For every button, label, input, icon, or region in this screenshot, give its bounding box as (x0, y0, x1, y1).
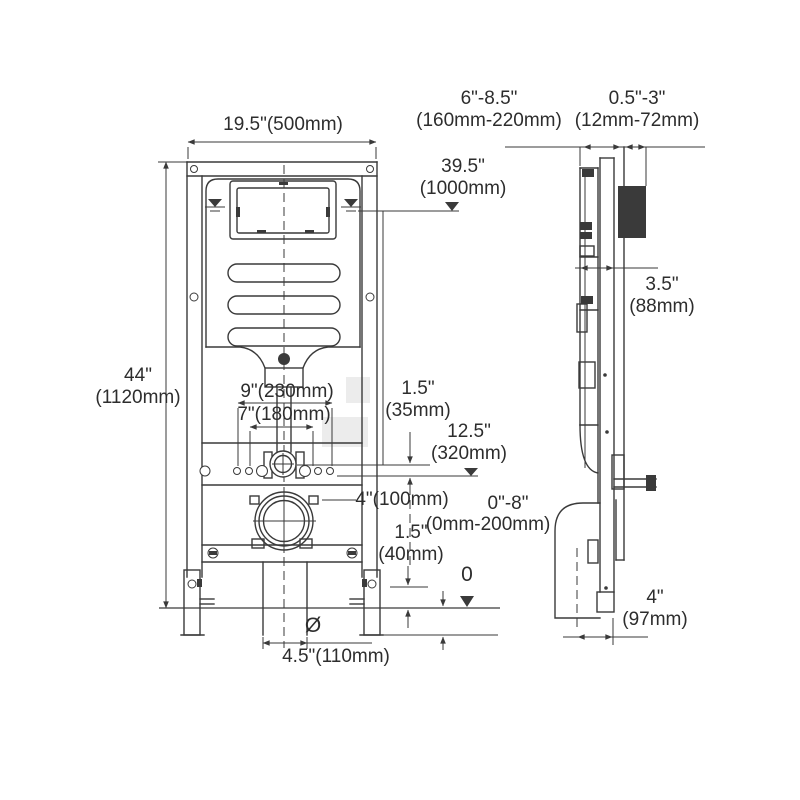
centerlines (283, 165, 578, 648)
leg-range-mm-label: (0mm-200mm) (425, 514, 551, 535)
gap-35mm-label: 1.5" (35mm) (385, 378, 450, 422)
frame-height-label: 44" (1120mm) (95, 365, 180, 409)
gap-mm: (35mm) (385, 400, 451, 421)
front-view-dimensions (158, 139, 500, 650)
drain-diameter-label: 4"(100mm) (355, 489, 449, 510)
leg-range-inches-label: 0"-8" (487, 493, 529, 514)
flush-height-inches: 12.5" (447, 421, 491, 442)
side-view-dark-details (580, 169, 656, 590)
flush-height-mm: (320mm) (430, 443, 508, 464)
dark-details (197, 182, 367, 587)
foot-inches: 1.5" (394, 522, 428, 543)
depth-range-inches: 6"-8.5" (460, 88, 518, 109)
wall-range-mm: (12mm-72mm) (574, 110, 700, 131)
frame-height-mm: (1120mm) (95, 387, 181, 408)
side-depth-inches: 3.5" (645, 274, 679, 295)
side-view-frame (554, 146, 657, 619)
foot-40mm-label: 1.5" (40mm) (378, 522, 443, 566)
actuator-height-mm: (1000mm) (419, 178, 507, 199)
side-depth-mm: (88mm) (629, 296, 695, 317)
depth-range-label: 6"-8.5" (160mm-220mm) (416, 88, 562, 132)
grey-panels (322, 377, 370, 447)
bolt-spacing-inner-label: 7"(180mm) (237, 404, 331, 425)
front-view-details (187, 165, 377, 589)
side-offset-mm: (97mm) (622, 609, 688, 630)
depth-range-mm: (160mm-220mm) (416, 110, 562, 131)
actuator-height-label: 39.5" (1000mm) (420, 156, 507, 200)
wall-range-inches: 0.5"-3" (608, 88, 666, 109)
frame-width-label: 19.5"(500mm) (223, 114, 343, 135)
bolt-spacing-outer-label: 9"(230mm) (240, 381, 334, 402)
side-offset-inches: 4" (646, 587, 664, 608)
datum-zero-label: 0 (461, 563, 473, 586)
side-depth-label: 3.5" (88mm) (629, 274, 694, 318)
drain-pipe-diameter-label: 4.5"(110mm) (282, 646, 390, 667)
wall-range-label: 0.5"-3" (12mm-72mm) (575, 88, 700, 132)
foot-mm: (40mm) (378, 544, 444, 565)
datum-triangles (445, 202, 478, 607)
diameter-symbol-icon: Ø (304, 614, 322, 637)
side-offset-label: 4" (97mm) (622, 587, 687, 631)
frame-height-inches: 44" (124, 365, 152, 386)
actuator-height-inches: 39.5" (441, 156, 485, 177)
gap-inches: 1.5" (401, 378, 435, 399)
flush-height-label: 12.5" (320mm) (431, 421, 507, 465)
side-view-dimensions (505, 144, 705, 645)
